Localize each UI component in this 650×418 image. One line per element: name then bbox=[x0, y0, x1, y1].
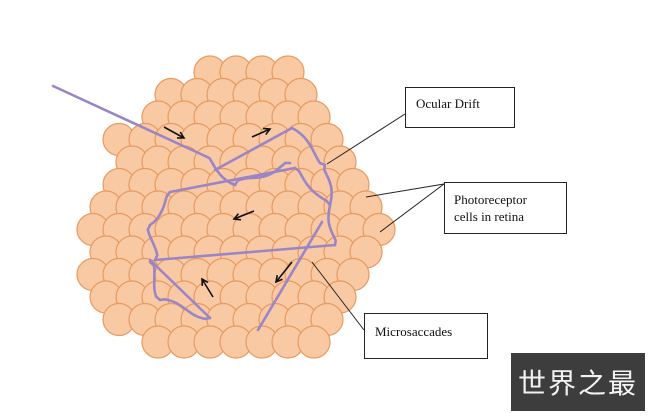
ocular-drift-path bbox=[146, 223, 159, 262]
microsaccade-path bbox=[168, 166, 297, 194]
photoreceptor-text-line1: Photoreceptor bbox=[454, 192, 527, 207]
photoreceptor-cell-cluster bbox=[76, 55, 396, 359]
ocular-drift-path bbox=[293, 166, 332, 207]
ocular-drift-path bbox=[148, 190, 172, 227]
leader-line bbox=[379, 183, 445, 233]
leader-line bbox=[311, 261, 365, 331]
microsaccade-path bbox=[256, 220, 324, 332]
microsaccade-path bbox=[148, 258, 212, 320]
direction-arrow bbox=[232, 210, 255, 221]
ocular-drift-text: Ocular Drift bbox=[416, 96, 480, 111]
photoreceptor-text-line2: cells in retina bbox=[454, 209, 525, 224]
eye-movement-paths bbox=[51, 84, 338, 332]
microsaccade-path bbox=[153, 243, 337, 262]
ocular-drift-path bbox=[290, 126, 327, 167]
microsaccades-text: Microsaccades bbox=[375, 324, 453, 339]
ocular-drift-path bbox=[158, 297, 212, 321]
leader-line bbox=[326, 113, 406, 165]
ocular-drift-path bbox=[148, 260, 162, 302]
microsaccades-label: Microsaccades bbox=[364, 313, 488, 359]
direction-arrow bbox=[201, 277, 214, 298]
leader-line bbox=[365, 183, 445, 198]
microsaccade-path bbox=[51, 84, 207, 158]
microsaccade-path bbox=[213, 126, 294, 172]
direction-arrow bbox=[251, 127, 272, 138]
direction-arrow bbox=[274, 261, 293, 284]
direction-arrows bbox=[163, 126, 293, 298]
direction-arrow bbox=[163, 126, 186, 139]
photoreceptor-label: Photoreceptor cells in retina bbox=[444, 182, 567, 234]
ocular-drift-label: Ocular Drift bbox=[405, 87, 515, 128]
callout-leader-lines bbox=[311, 113, 445, 331]
watermark-logo: 世界之最 bbox=[511, 353, 645, 411]
photoreceptor-cell bbox=[297, 325, 331, 359]
